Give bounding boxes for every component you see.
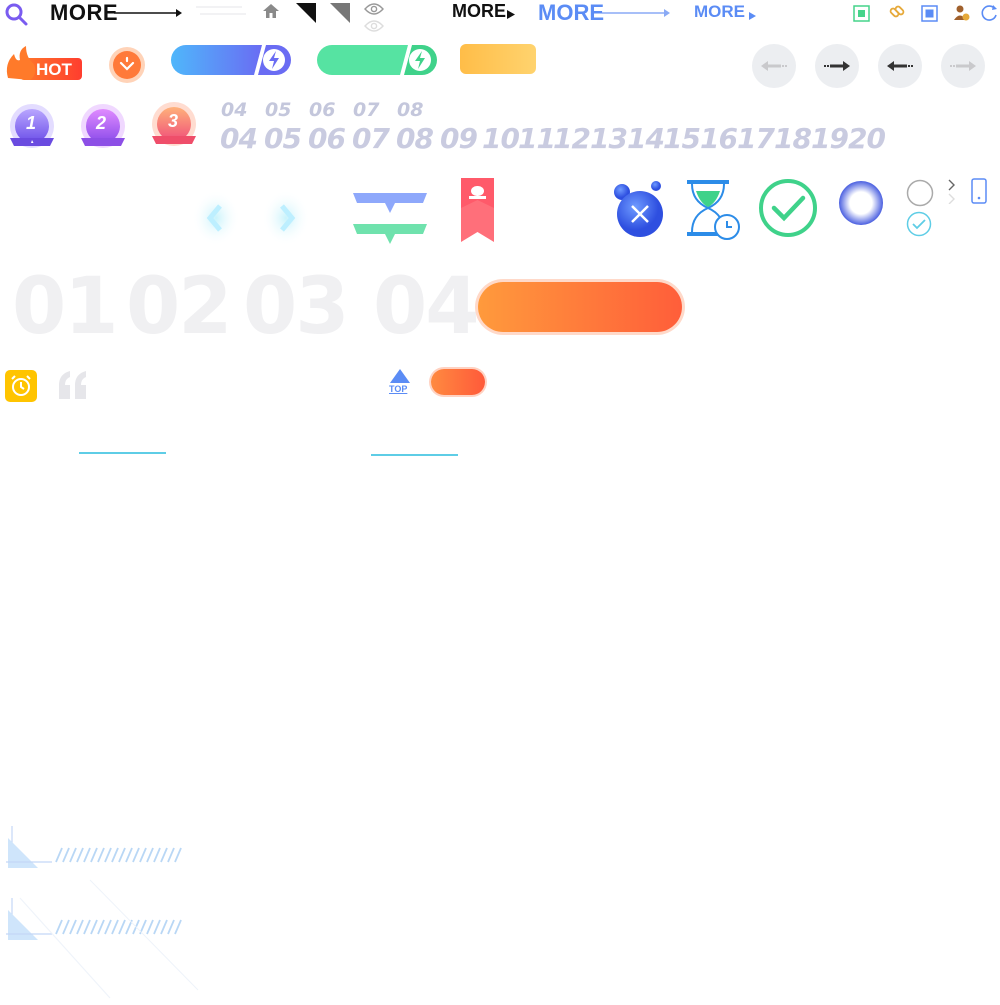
more-link-dark-small[interactable]: MORE	[452, 1, 506, 22]
small-orange-pill-button[interactable]	[431, 369, 485, 395]
number-big: 11	[518, 122, 556, 155]
arrow-left-button[interactable]	[752, 44, 796, 88]
more-label: MORE	[538, 0, 604, 25]
number-big: 19	[811, 122, 849, 155]
divider-lines	[196, 4, 246, 15]
number-big: 07	[352, 122, 390, 155]
rank-medal-1	[6, 102, 58, 154]
hourglass-icon	[685, 179, 741, 241]
number-big: 09	[440, 122, 478, 155]
play-icon	[507, 6, 515, 24]
rank-medal-2	[77, 102, 129, 154]
number-big: 08	[396, 122, 434, 155]
number-big: 15	[663, 122, 701, 155]
number-big: 17	[737, 122, 775, 155]
eye-icon-faded[interactable]	[364, 19, 384, 38]
yellow-pill[interactable]	[460, 44, 536, 74]
number-small: 07	[353, 99, 380, 121]
ribbon-banner-blue	[353, 193, 427, 220]
flash-pill-blue[interactable]	[170, 44, 292, 76]
chevron-left-glow-icon[interactable]	[190, 188, 242, 248]
download-circle-button[interactable]	[108, 46, 146, 84]
number-big: 06	[308, 122, 346, 155]
rank-label: 2	[96, 113, 107, 133]
link-icon[interactable]	[888, 3, 906, 26]
phone-icon[interactable]	[971, 178, 987, 210]
number-big: 13	[590, 122, 628, 155]
number-small: 05	[265, 99, 292, 121]
number-big: 20	[848, 122, 886, 155]
radio-empty-icon[interactable]	[906, 179, 934, 212]
number-big: 16	[700, 122, 738, 155]
more-label: MORE	[50, 0, 118, 25]
play-icon	[749, 7, 756, 25]
more-label: MORE	[694, 2, 745, 21]
number-big: 10	[482, 122, 520, 155]
big-index-number: 02	[126, 262, 233, 352]
arrow-up-icon	[390, 369, 410, 383]
more-link-blue[interactable]: MORE	[538, 0, 604, 26]
check-circle-icon	[758, 178, 818, 243]
arrow-line-icon	[602, 6, 672, 24]
number-big: 14	[627, 122, 665, 155]
number-small: 06	[309, 99, 336, 121]
radio-checked-icon[interactable]	[906, 211, 932, 242]
back-to-top-button[interactable]: TOP	[389, 368, 411, 396]
user-badge-icon[interactable]	[953, 4, 970, 27]
more-label: MORE	[452, 1, 506, 21]
rank-label: 3	[168, 111, 179, 131]
orb-icon	[837, 179, 885, 232]
corner-triangle-icon	[330, 3, 350, 28]
big-index-number: 04	[373, 262, 480, 352]
quote-icon	[57, 369, 89, 406]
more-link-dark[interactable]: MORE	[50, 0, 118, 26]
big-index-number: 01	[12, 262, 119, 352]
search-icon[interactable]	[4, 2, 30, 28]
number-big: 18	[774, 122, 812, 155]
ribbon-banner-green	[353, 224, 427, 251]
arrow-line-icon	[114, 6, 184, 24]
arrow-right-button[interactable]	[815, 44, 859, 88]
arrow-right-button[interactable]	[941, 44, 985, 88]
hot-badge	[4, 44, 84, 84]
arrow-right-icon	[824, 61, 850, 71]
home-icon[interactable]	[262, 3, 280, 24]
refresh-icon[interactable]	[979, 3, 999, 28]
big-index-number: 03	[243, 262, 350, 352]
rank-medal-3	[148, 100, 200, 152]
bookmark-alert-icon	[461, 178, 494, 249]
arrow-right-icon	[950, 61, 976, 71]
number-big: 05	[264, 122, 302, 155]
number-small: 04	[221, 99, 248, 121]
tab-underline	[371, 454, 458, 456]
chevron-right-icon[interactable]	[948, 178, 956, 209]
arrow-left-icon	[761, 61, 787, 71]
top-label: TOP	[389, 384, 408, 394]
close-bubble-icon[interactable]	[612, 178, 666, 238]
square-check-icon[interactable]	[853, 5, 870, 27]
number-big: 04	[220, 122, 258, 155]
arrow-left-icon	[887, 61, 913, 71]
primary-cta-button[interactable]	[478, 282, 682, 332]
flash-pill-green[interactable]	[316, 44, 438, 76]
alarm-icon[interactable]	[5, 370, 37, 407]
rank-label: 1	[26, 113, 37, 133]
arrow-left-button[interactable]	[878, 44, 922, 88]
corner-decoration	[0, 820, 200, 1000]
number-small: 08	[397, 99, 424, 121]
eye-icon[interactable]	[364, 2, 384, 21]
hot-label: HOT	[36, 60, 72, 79]
more-link-blue-small[interactable]: MORE	[694, 2, 745, 22]
square-check-icon[interactable]	[921, 5, 938, 27]
corner-triangle-icon	[296, 3, 316, 28]
chevron-right-glow-icon[interactable]	[260, 188, 312, 248]
number-big: 12	[553, 122, 591, 155]
tab-underline	[79, 452, 166, 454]
